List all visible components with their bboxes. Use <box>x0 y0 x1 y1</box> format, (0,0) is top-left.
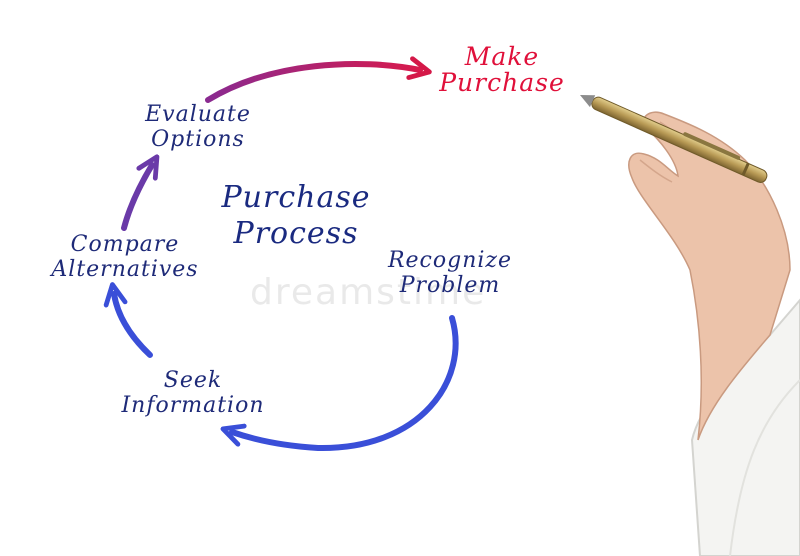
step-label-line-1: Compare <box>70 232 180 257</box>
diagram-title: Purchase Process <box>196 180 396 252</box>
arrow-seek-to-compare <box>103 282 153 358</box>
step-recognize-problem: Recognize Problem <box>368 248 532 299</box>
goal-line-1: Make <box>464 42 540 71</box>
arrow-evaluate-to-purchase <box>205 56 432 103</box>
step-label-line-1: Evaluate <box>145 102 251 127</box>
pen <box>580 95 768 183</box>
step-label-line-1: Recognize <box>387 248 513 273</box>
title-line-2: Process <box>233 216 359 251</box>
step-compare-alternatives: Compare Alternatives <box>34 232 216 283</box>
step-label-line-2: Options <box>151 127 245 153</box>
watermark: dreamstime <box>250 272 487 313</box>
step-make-purchase: Make Purchase <box>418 42 586 98</box>
step-evaluate-options: Evaluate Options <box>118 102 278 153</box>
arrow-recognize-to-seek <box>220 315 459 452</box>
step-label-line-1: Seek <box>163 368 223 393</box>
step-label-line-2: Alternatives <box>51 257 199 283</box>
step-label-line-2: Information <box>121 393 265 419</box>
hand <box>628 111 791 441</box>
title-line-1: Purchase <box>221 180 371 215</box>
arrow-compare-to-evaluate <box>121 154 160 231</box>
step-label-line-2: Problem <box>399 273 501 299</box>
goal-line-2: Purchase <box>439 68 565 98</box>
hand-with-pen-illustration <box>580 95 800 556</box>
step-seek-information: Seek Information <box>98 368 288 419</box>
